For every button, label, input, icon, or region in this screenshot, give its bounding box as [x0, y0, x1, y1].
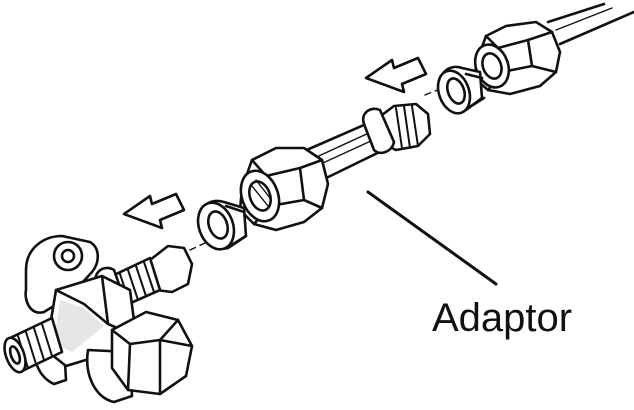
valve-nut: [110, 310, 194, 396]
adaptor-label: Adaptor: [432, 296, 572, 340]
pipe-nut: [472, 20, 562, 96]
adaptor-callout-line: [366, 190, 498, 286]
pipe: [546, 2, 634, 46]
direction-arrow-right: [364, 56, 428, 94]
adaptor-nut: [238, 146, 330, 232]
flare-sleeve-left: [196, 199, 248, 251]
valve-body: [3, 234, 138, 404]
direction-arrow-left: [122, 192, 186, 230]
flare-sleeve-right: [436, 65, 486, 115]
